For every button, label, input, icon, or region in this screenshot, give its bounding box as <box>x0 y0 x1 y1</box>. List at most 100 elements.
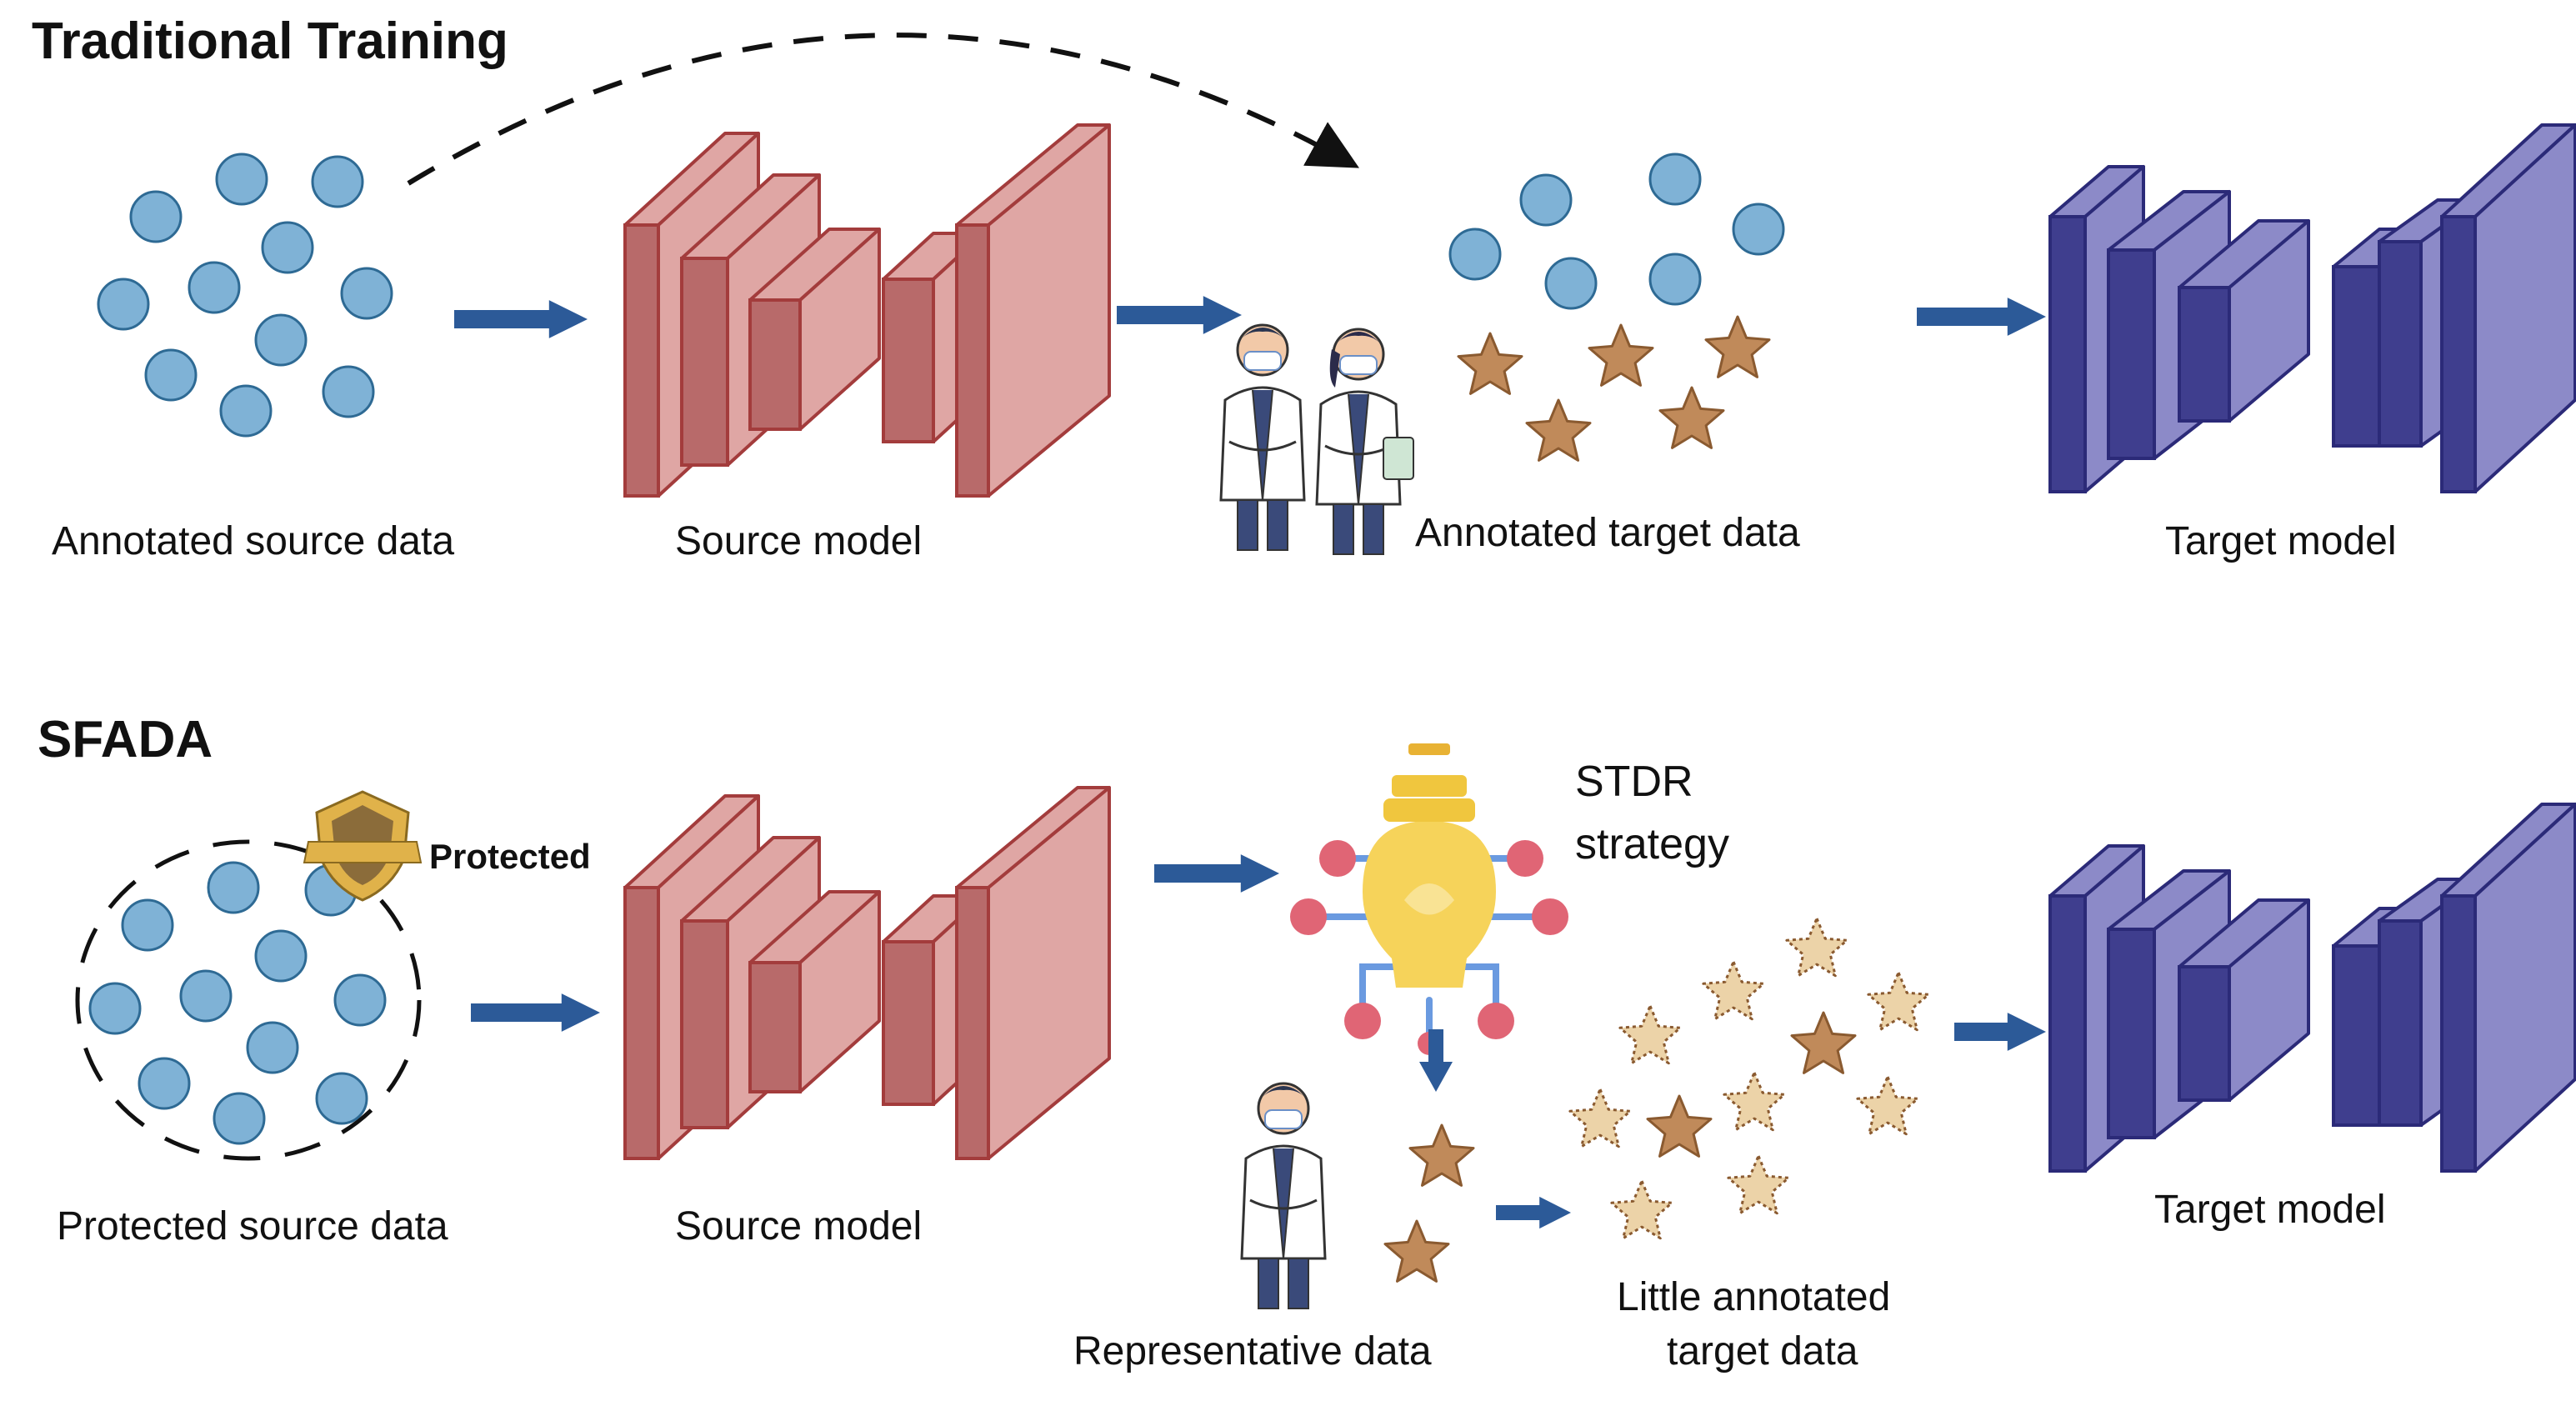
data-circle <box>1544 257 1598 310</box>
arrow-little-to-target-model <box>1954 1013 2046 1051</box>
data-circle <box>213 1092 266 1145</box>
star-mark <box>1408 1123 1475 1187</box>
doctor-shirt <box>1252 389 1273 501</box>
doctor-leg <box>1237 499 1258 551</box>
block-front <box>882 278 935 443</box>
star-mark <box>1790 1011 1857 1074</box>
star-mark <box>1702 960 1765 1021</box>
star-mark <box>1785 917 1848 978</box>
arrow-representative-to-little <box>1496 1196 1571 1229</box>
traditional-title: Traditional Training <box>32 13 508 70</box>
lightbulb-icon <box>1290 743 1568 1055</box>
star-mark <box>1457 332 1523 395</box>
block-face <box>987 123 1111 498</box>
star-mark <box>1588 323 1654 387</box>
data-circle <box>1519 173 1573 227</box>
bulb-wire <box>1359 963 1399 1016</box>
protected-source-label: Protected source data <box>57 1204 448 1248</box>
block-front <box>2440 215 2477 493</box>
block-front <box>2332 944 2381 1127</box>
data-circle <box>138 1057 191 1110</box>
star-mark <box>1525 398 1592 462</box>
data-circle <box>322 365 375 418</box>
block-face <box>987 786 1111 1160</box>
little-annotated-label-line1: Little annotated <box>1617 1275 1890 1319</box>
arrow-shape <box>1917 298 2046 336</box>
data-circle <box>88 982 142 1035</box>
protected-badge-label: Protected <box>429 837 591 876</box>
annotated-source-label: Annotated source data <box>52 519 454 563</box>
protected-source-circles <box>88 861 387 1145</box>
bulb-node <box>1290 898 1327 935</box>
data-circle <box>254 929 308 983</box>
bulb-node <box>1344 1003 1381 1039</box>
doctor-mask <box>1243 351 1282 371</box>
bulb-node <box>1532 898 1568 935</box>
star-mark <box>1618 1004 1682 1065</box>
block-front <box>2048 215 2087 493</box>
data-circle <box>311 155 364 208</box>
block-front <box>623 886 660 1160</box>
arrow-data-to-target-model <box>1917 298 2046 336</box>
bulb-node <box>1319 840 1356 877</box>
doctor-hair <box>1236 328 1289 345</box>
data-circle <box>1448 228 1502 281</box>
block-front <box>2048 894 2087 1173</box>
bulb-top <box>1408 743 1450 755</box>
block-front <box>680 257 729 467</box>
bulb-cap <box>1392 775 1467 797</box>
star-mark <box>1568 1088 1632 1148</box>
data-circle <box>188 261 241 314</box>
annotated-target-data <box>1448 153 1785 462</box>
arrow-model-to-strategy <box>1154 854 1279 893</box>
arrow-shape <box>454 300 588 338</box>
doctor-leg <box>1258 1258 1279 1309</box>
star-mark <box>1727 1154 1790 1215</box>
star-mark <box>1610 1179 1673 1240</box>
arrow-source-to-model <box>454 300 588 338</box>
block-front <box>2332 265 2381 448</box>
representative-label: Representative data <box>1073 1329 1432 1373</box>
arrow-shape <box>1419 1029 1453 1092</box>
data-circle <box>333 973 387 1027</box>
annotated-target-label: Annotated target data <box>1415 511 1800 555</box>
block-front <box>955 223 990 498</box>
doctor-mask <box>1339 355 1378 375</box>
data-circle <box>246 1021 299 1074</box>
star-mark <box>1704 315 1771 378</box>
doctor-mask <box>1264 1109 1303 1129</box>
target-model-blocks-sfada <box>2048 803 2576 1173</box>
shield-banner <box>303 841 423 863</box>
arrow-shape <box>1954 1013 2046 1051</box>
strategy-label-line1: STDR <box>1575 758 1693 806</box>
star-mark <box>1383 1219 1450 1283</box>
doctor-leg <box>1267 499 1288 551</box>
data-circle <box>207 861 260 914</box>
arrow-shape <box>1117 296 1242 334</box>
doctor-arms <box>1249 1198 1318 1210</box>
block-front <box>2440 894 2477 1173</box>
doctor-icon-sfada <box>1240 1082 1327 1309</box>
arrow-shape <box>471 993 600 1032</box>
doctor-hair <box>1332 332 1385 349</box>
block-front <box>882 940 935 1106</box>
data-circle <box>121 898 174 952</box>
arrow-strategy-down <box>1419 1029 1453 1092</box>
data-circle <box>179 969 233 1023</box>
representative-stars <box>1383 1123 1475 1283</box>
sfada-title: SFADA <box>38 711 213 768</box>
little-annotated-stars <box>1568 917 1930 1240</box>
data-circle <box>1648 153 1702 206</box>
data-circle <box>97 278 150 331</box>
target-model-label: Target model <box>2165 519 2396 563</box>
little-annotated-label-line2: target data <box>1667 1329 1858 1373</box>
arrow-shape <box>1496 1196 1571 1229</box>
doctor-hair <box>1257 1086 1310 1103</box>
arrow-model-to-annotators <box>1117 296 1242 334</box>
bulb-filament <box>1404 883 1454 915</box>
star-mark <box>1856 1075 1919 1136</box>
doctor-shirt <box>1348 393 1369 505</box>
bulb-cap <box>1383 798 1475 822</box>
star-mark <box>1646 1094 1713 1158</box>
